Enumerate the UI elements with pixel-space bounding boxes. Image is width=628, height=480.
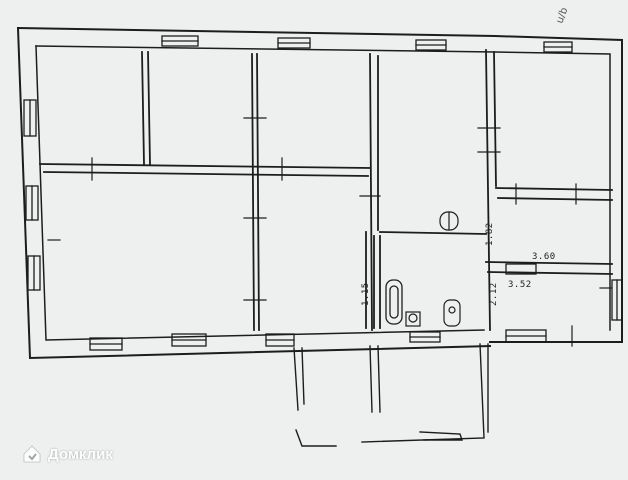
bathtub-icon	[385, 279, 403, 325]
dimension-label: 1.82	[485, 222, 495, 246]
dimension-label: 2.12	[489, 282, 499, 306]
dimension-labels: 1.82 3.60 3.52 1.15 2.12 u/b	[361, 6, 570, 306]
windows	[23, 35, 623, 351]
toilet-icon	[405, 311, 421, 327]
corner-note: u/b	[554, 6, 570, 25]
sink-icon	[443, 299, 461, 327]
washbasin-icon	[439, 211, 459, 231]
interior-walls	[39, 49, 613, 331]
dimension-label: 1.15	[361, 282, 371, 306]
partition-ticks	[47, 117, 613, 347]
watermark-text: Домклик	[48, 445, 113, 463]
house-logo-icon	[23, 445, 41, 463]
dimension-label: 3.52	[508, 280, 532, 290]
watermark: Домклик	[22, 444, 113, 464]
dimension-label: 3.60	[532, 252, 556, 262]
outer-wall	[16, 26, 623, 360]
annex-walls	[293, 343, 489, 447]
